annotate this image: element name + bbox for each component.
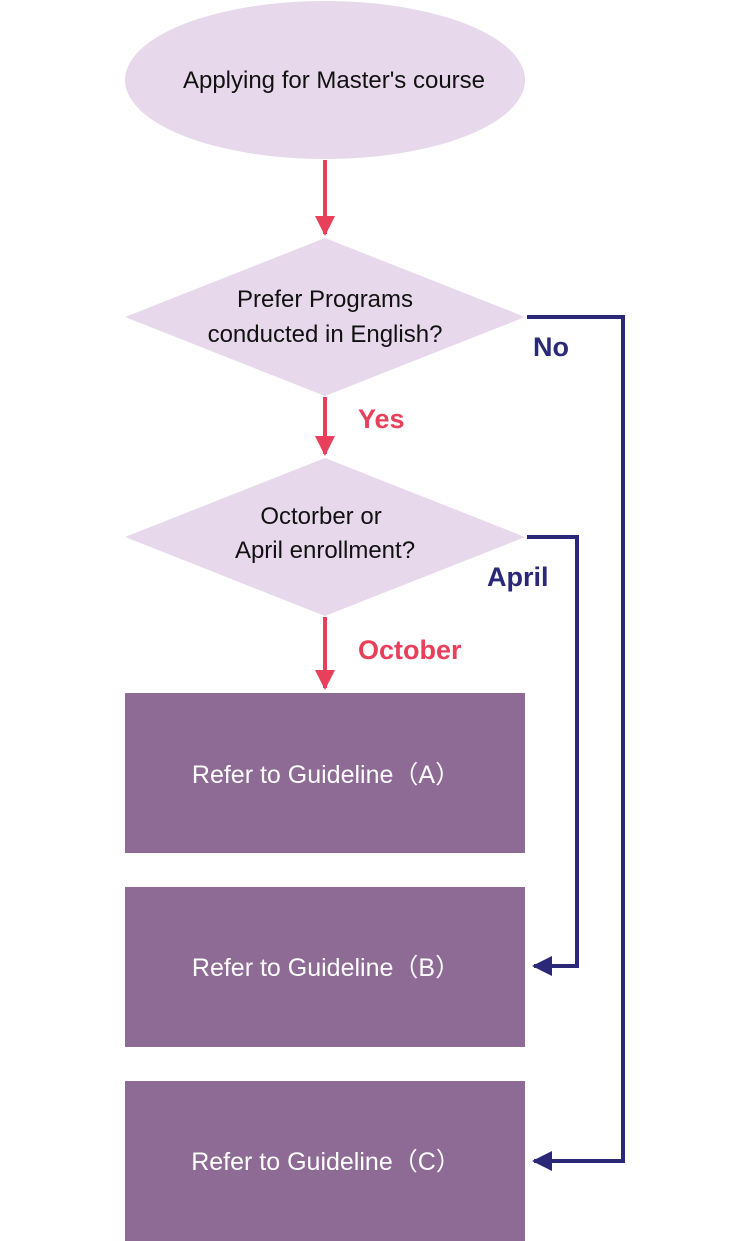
guideline-a-label: Refer to Guideline（A） (192, 761, 460, 789)
decision2-diamond (125, 458, 525, 616)
decision1-line1: Prefer Programs (237, 286, 413, 313)
guideline-a-box (125, 693, 525, 853)
decision2-line1: Octorber or (260, 503, 381, 530)
decision1-line2: conducted in English? (208, 321, 443, 348)
guideline-c-box (125, 1081, 525, 1241)
guideline-b-label: Refer to Guideline（B） (192, 954, 460, 982)
guideline-b-box (125, 887, 525, 1047)
decision2-line2: April enrollment? (235, 537, 415, 564)
guideline-c-label: Refer to Guideline（C） (191, 1148, 461, 1176)
arrow-no (527, 315, 625, 1171)
yes-label: Yes (358, 404, 405, 434)
start-node-label: Applying for Master's course (183, 67, 485, 94)
arrow-april (527, 535, 579, 976)
october-label: October (358, 635, 462, 665)
decision1-diamond (125, 238, 525, 396)
no-label: No (533, 332, 569, 362)
april-label: April (487, 562, 549, 592)
start-node (125, 1, 525, 159)
